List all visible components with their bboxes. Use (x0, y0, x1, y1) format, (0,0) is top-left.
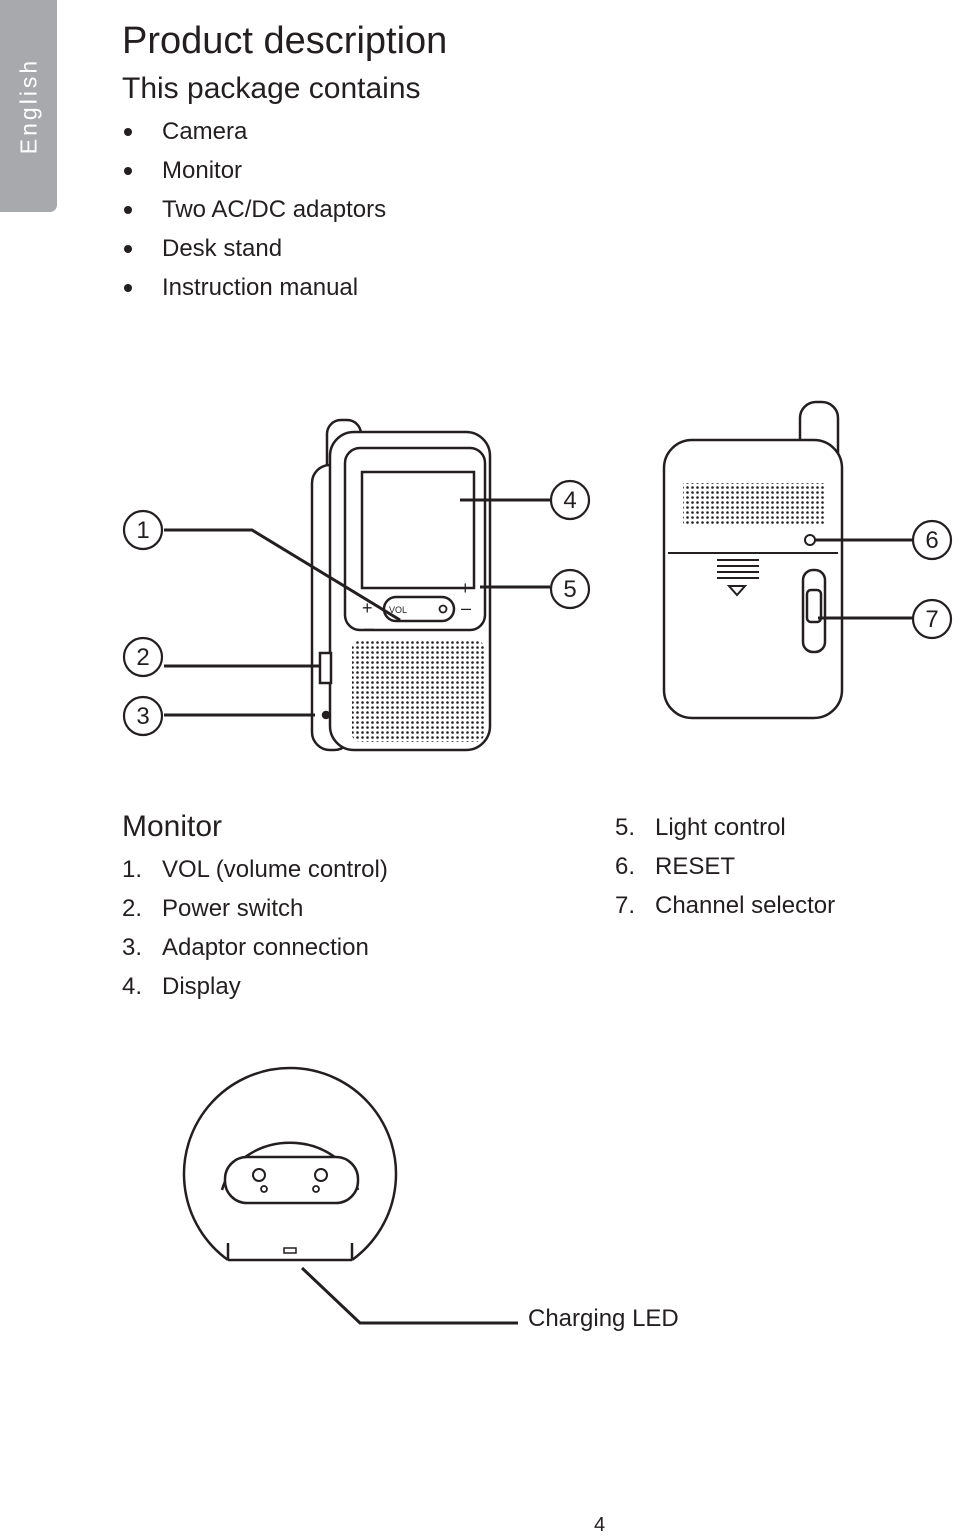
list-item: Camera (122, 112, 386, 151)
list-item: 5. Light control (615, 808, 835, 847)
monitor-heading: Monitor (122, 810, 223, 843)
callout-1 (122, 509, 164, 551)
package-contents-list: Camera Monitor Two AC/DC adaptors Desk s… (122, 112, 386, 307)
part-number: 4. (122, 973, 143, 1000)
callout-3 (122, 695, 164, 737)
part-label: VOL (volume control) (162, 856, 388, 883)
part-number: 2. (122, 895, 143, 922)
callout-2-label: 2 (136, 644, 149, 671)
list-item: Two AC/DC adaptors (122, 190, 386, 229)
callout-markers (122, 479, 953, 737)
monitor-diagram: VOL + – + – 1 2 3 (122, 400, 953, 752)
package-heading: This package contains (122, 72, 421, 105)
callout-4-label: 4 (563, 487, 576, 514)
monitor-parts-list-left: 1. VOL (volume control) 2. Power switch 3.… (122, 850, 388, 1006)
light-minus-label: – (461, 598, 471, 618)
callout-1-label: 1 (136, 517, 149, 544)
part-label: RESET (655, 853, 736, 880)
charging-led-leader-line (300, 1266, 518, 1325)
language-tab: English (0, 0, 57, 212)
callout-7-label: 7 (925, 606, 938, 633)
callout-4 (549, 479, 591, 521)
part-label: Display (162, 973, 241, 1000)
list-item: Monitor (122, 151, 386, 190)
part-number: 6. (615, 853, 636, 880)
part-label: Light control (655, 814, 786, 841)
callout-2 (122, 636, 164, 678)
callout-7 (911, 598, 953, 640)
part-label: Power switch (162, 895, 304, 922)
callout-leader-lines (164, 498, 913, 717)
part-number: 5. (615, 814, 636, 841)
charging-led-label: Charging LED (528, 1305, 679, 1332)
list-item: Instruction manual (122, 268, 386, 307)
part-number: 7. (615, 892, 636, 919)
light-plus-label: + (460, 578, 471, 598)
vol-minus-label: – (364, 618, 374, 638)
part-number: 3. (122, 934, 143, 961)
monitor-parts-list-right: 5. Light control 6. RESET 7. Channel select… (615, 808, 835, 925)
monitor-front-illustration (310, 418, 492, 752)
list-item: 4. Display (122, 967, 388, 1006)
page-number: 4 (594, 1514, 606, 1536)
list-item: 6. RESET (615, 847, 835, 886)
list-item: 1. VOL (volume control) (122, 850, 388, 889)
list-item: 3. Adaptor connection (122, 928, 388, 967)
part-label: Channel selector (655, 892, 836, 919)
desk-stand-illustration (182, 1066, 518, 1325)
vol-plus-label: + (362, 598, 373, 618)
language-tab-label: English (15, 57, 41, 155)
vol-button-label: VOL (389, 605, 407, 615)
list-item: 2. Power switch (122, 889, 388, 928)
page-title: Product description (122, 20, 448, 62)
callout-5-label: 5 (563, 576, 576, 603)
monitor-back-illustration (662, 400, 844, 720)
callout-6 (911, 519, 953, 561)
list-item: 7. Channel selector (615, 886, 835, 925)
part-label: Adaptor connection (162, 934, 369, 961)
part-number: 1. (122, 856, 143, 883)
callout-6-label: 6 (925, 527, 938, 554)
list-item: Desk stand (122, 229, 386, 268)
callout-3-label: 3 (136, 703, 149, 730)
callout-5 (549, 568, 591, 610)
